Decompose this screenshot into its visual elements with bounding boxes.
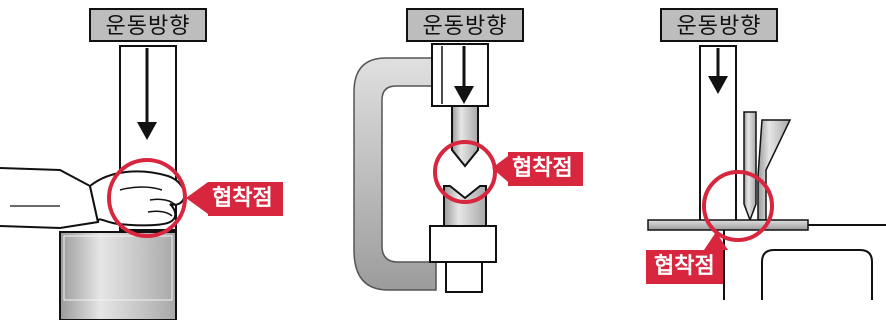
table (647, 219, 809, 231)
die-block (429, 225, 497, 263)
c-frame (353, 57, 437, 291)
fixed-base (59, 231, 177, 320)
panel-3-direction-label: 운동방향 (660, 8, 778, 42)
pinch-pointer (492, 156, 508, 182)
panel-3 (647, 45, 886, 300)
lower-cabinet (761, 249, 873, 300)
pinch-pointer (704, 232, 728, 250)
pinch-circle (433, 140, 497, 204)
motion-arrow (454, 46, 474, 104)
guide (757, 119, 792, 221)
hand (0, 167, 186, 230)
panel-2 (353, 43, 508, 293)
motion-arrow (137, 48, 157, 140)
blade (743, 111, 757, 223)
punch (451, 105, 479, 168)
pinch-circle (702, 170, 774, 242)
panel-1-direction-label: 운동방향 (89, 8, 207, 42)
panel-1 (0, 45, 208, 320)
die-top (443, 185, 487, 227)
panel-2-direction-label: 운동방향 (406, 8, 524, 42)
pinch-circle (107, 158, 187, 238)
pinch-pointer (186, 182, 208, 214)
panel-3-pinch-label: 협착점 (646, 250, 723, 284)
panel-1-pinch-label: 협착점 (208, 182, 283, 216)
motion-arrow (708, 48, 728, 94)
panel-2-pinch-label: 협착점 (508, 152, 583, 186)
